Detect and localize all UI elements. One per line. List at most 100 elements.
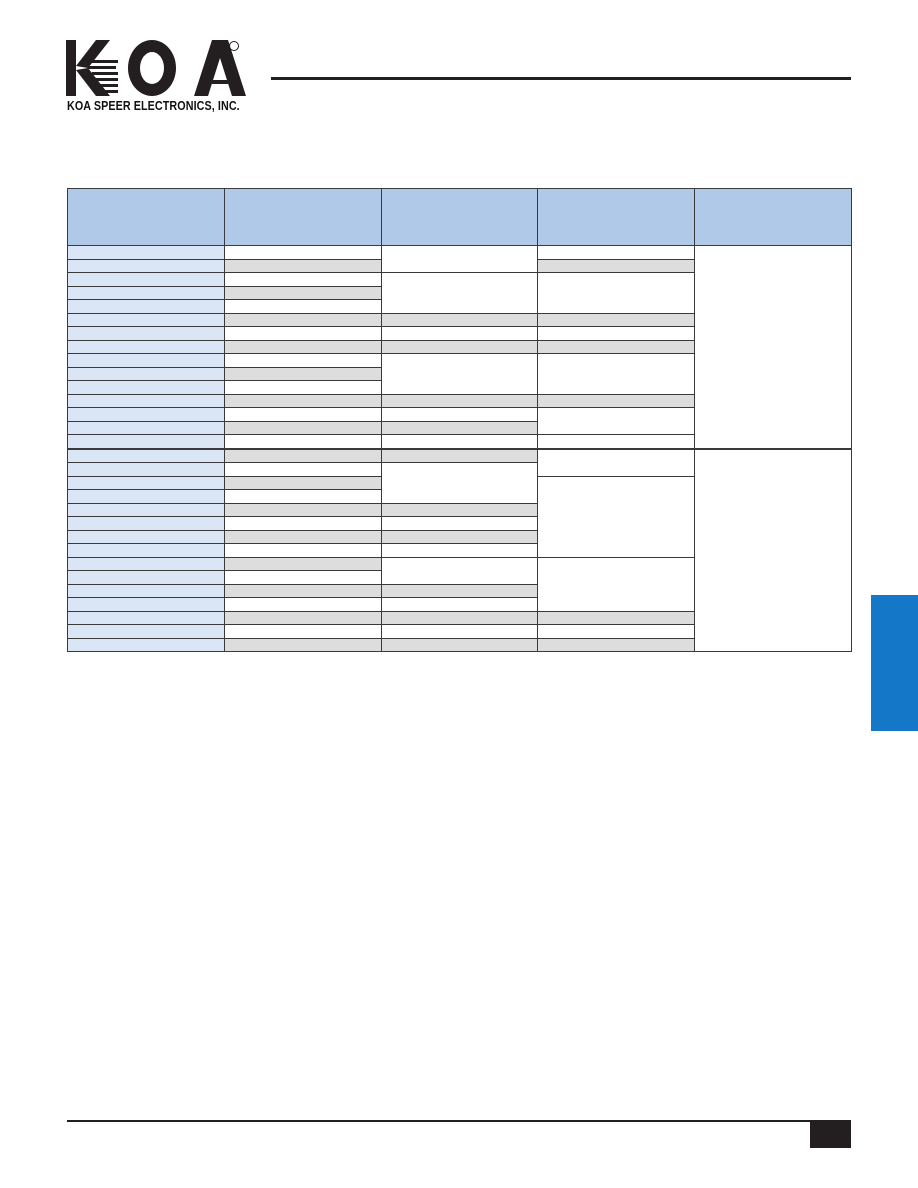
header-cell [223, 188, 382, 246]
table-row [67, 462, 852, 504]
table-cell [223, 624, 382, 639]
table-cell [537, 339, 696, 354]
table-cell [223, 434, 382, 449]
table-cell [537, 393, 696, 408]
row-label-cell [67, 339, 225, 354]
table-row [67, 502, 852, 517]
table-cell [223, 326, 382, 341]
header-cell [380, 188, 539, 246]
table-cell [380, 502, 539, 517]
row-label-cell [67, 353, 225, 368]
row-label-cell [67, 434, 225, 449]
table-cell [223, 610, 382, 625]
table-row [67, 597, 852, 612]
row-label-cell [67, 393, 225, 408]
table-cell [537, 272, 696, 314]
table-cell [380, 583, 539, 598]
row-label-cell [67, 366, 225, 381]
table-cell [223, 299, 382, 314]
table-cell [537, 624, 696, 639]
table-row [67, 272, 852, 314]
table-cell [537, 312, 696, 327]
table-row [67, 637, 852, 652]
table-cell [380, 516, 539, 531]
table-cell [380, 407, 539, 422]
table-cell [223, 556, 382, 571]
row-label-cell [67, 556, 225, 571]
table-cell [223, 489, 382, 504]
table-cell [380, 462, 539, 504]
row-label-cell [67, 380, 225, 395]
table-cell [223, 420, 382, 435]
table-cell [223, 516, 382, 531]
table-cell [537, 556, 696, 612]
table-cell [537, 434, 696, 449]
row-label-cell [67, 258, 225, 273]
row-label-cell [67, 285, 225, 300]
row-label-cell [67, 245, 225, 260]
row-label-cell [67, 462, 225, 477]
table-cell [380, 339, 539, 354]
table-cell [380, 447, 539, 463]
table-row [67, 393, 852, 408]
row-label-cell [67, 447, 225, 463]
table-cell [223, 529, 382, 544]
row-label-cell [67, 312, 225, 327]
header-cell [694, 188, 852, 246]
table-row [67, 489, 852, 504]
table-row [67, 312, 852, 327]
table-cell [380, 393, 539, 408]
table-cell [223, 475, 382, 490]
row-label-cell [67, 624, 225, 639]
table-cell [694, 245, 852, 449]
table-cell [380, 624, 539, 639]
table-cell [380, 529, 539, 544]
table-row [67, 326, 852, 341]
table-row [67, 447, 852, 652]
table-cell [223, 258, 382, 273]
row-label-cell [67, 570, 225, 585]
table-row [67, 543, 852, 558]
table-cell [537, 637, 696, 652]
spec-table [67, 188, 852, 652]
table-cell [223, 543, 382, 558]
row-label-cell [67, 583, 225, 598]
row-label-cell [67, 543, 225, 558]
table-cell [380, 610, 539, 625]
header-cell [537, 188, 696, 246]
table-row [67, 245, 852, 449]
table-row [67, 339, 852, 354]
table-cell [380, 637, 539, 652]
table-cell [223, 245, 382, 260]
table-cell [380, 556, 539, 585]
table-cell [537, 447, 696, 477]
table-row [67, 516, 852, 531]
table-cell [223, 462, 382, 477]
table-cell [223, 285, 382, 300]
header-cell [67, 188, 225, 246]
footer-rule [67, 1120, 851, 1122]
table-cell [223, 366, 382, 381]
table-row [67, 529, 852, 544]
table-cell [537, 353, 696, 395]
table-row [67, 380, 852, 395]
table-cell [223, 393, 382, 408]
table-row [67, 285, 852, 300]
table-cell [223, 407, 382, 422]
table-cell [537, 475, 696, 558]
table-cell [380, 272, 539, 314]
table-cell [537, 326, 696, 341]
table-cell [380, 353, 539, 395]
table-row [67, 407, 852, 435]
table-row [67, 570, 852, 585]
section-side-tab [871, 595, 918, 731]
table-cell [223, 637, 382, 652]
table-cell [223, 502, 382, 517]
row-label-cell [67, 516, 225, 531]
table-cell [380, 312, 539, 327]
table-cell [537, 258, 696, 273]
table-cell [223, 353, 382, 368]
table-header-row [67, 188, 852, 246]
table-cell [223, 272, 382, 287]
table-cell [223, 583, 382, 598]
